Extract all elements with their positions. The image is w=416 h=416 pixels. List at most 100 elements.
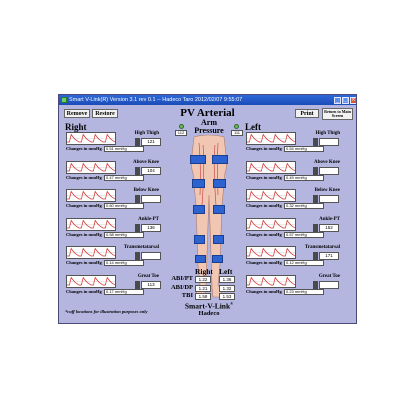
left-great-toe-cuff-icon[interactable] <box>313 280 318 289</box>
left-great-toe-label: Great Toe <box>318 273 340 279</box>
right-high-thigh-cuff-icon[interactable] <box>135 138 140 146</box>
index-right-header: Right <box>195 267 213 276</box>
right-high-thigh-pressure: 121 <box>141 138 161 146</box>
index-tbi-left: 1.53 <box>219 293 235 300</box>
left-above-knee-cuff-icon[interactable] <box>313 166 318 175</box>
window-title: Smart V-Link(R) Version 3.1 rev 0.1 -- H… <box>69 97 243 103</box>
left-transmetatarsal-waveform <box>246 246 296 259</box>
right-great-toe-waveform <box>66 274 116 288</box>
left-high-thigh-pressure <box>319 138 339 146</box>
right-transmetatarsal-pressure <box>141 252 161 260</box>
company-name: Hadeco <box>198 310 220 317</box>
right-below-knee-label: Below Knee <box>133 188 159 193</box>
index-abi-pt-label: ABI/PT <box>171 275 193 282</box>
index-abi-dp-right: 1.21 <box>195 284 211 292</box>
app-icon <box>61 97 67 103</box>
right-high-thigh-label: High Thigh <box>134 131 159 136</box>
right-great-toe-change-label: Changes in mmHg <box>66 288 102 294</box>
right-below-knee-cuff <box>193 205 205 214</box>
right-transmetatarsal-change-value: 0.14 mmHg <box>104 260 144 266</box>
right-ankle-pt-label: Ankle-PT <box>138 216 159 222</box>
left-above-knee-waveform <box>246 160 296 174</box>
right-below-knee-pressure <box>141 195 161 203</box>
restore-button[interactable]: Restore <box>92 109 118 118</box>
return-main-screen-button[interactable]: Return to Main Screen <box>322 108 353 120</box>
right-great-toe-change-value: 0.17 mmHg <box>104 288 144 295</box>
left-above-knee-change-label: Changes in mmHg <box>246 174 282 180</box>
title-bar: Smart V-Link(R) Version 3.1 rev 0.1 -- H… <box>59 95 356 105</box>
right-transmetatarsal-cuff-icon[interactable] <box>135 252 140 260</box>
left-below-knee-label: Below Knee <box>314 188 340 193</box>
maximize-icon[interactable]: □ <box>342 96 349 104</box>
right-arm-pressure: 112 <box>175 130 187 136</box>
minimize-icon[interactable]: _ <box>334 96 341 104</box>
right-below-knee-change-label: Changes in mmHg <box>66 203 102 208</box>
leg-diagram <box>182 134 236 301</box>
left-transmetatarsal-pressure: 171 <box>319 252 339 260</box>
left-high-thigh-cuff-icon[interactable] <box>313 138 318 146</box>
right-below-knee-cuff-icon[interactable] <box>135 195 140 203</box>
left-high-thigh-cuff <box>212 155 228 164</box>
right-ankle-cuff <box>194 235 205 244</box>
pressure-label: Pressure <box>194 126 224 135</box>
left-side-header: Left <box>245 122 261 132</box>
right-ankle-pt-waveform <box>66 217 116 231</box>
right-great-toe-pressure: 113 <box>141 280 161 289</box>
left-above-knee-cuff <box>213 179 226 188</box>
left-ankle-pt-change-label: Changes in mmHg <box>246 231 282 237</box>
left-below-knee-change-label: Changes in mmHg <box>246 203 282 208</box>
right-transmetatarsal-label: Transmetatarsal <box>123 245 159 250</box>
left-ankle-cuff <box>213 235 224 244</box>
right-ankle-pt-change-value: 0.58 mmHg <box>104 231 144 238</box>
left-great-toe-waveform <box>246 274 296 288</box>
brand-name: Smart-V-Link® <box>174 301 244 311</box>
right-high-thigh-change-label: Changes in mmHg <box>66 146 102 151</box>
right-above-knee-cuff-icon[interactable] <box>135 166 140 175</box>
left-arm-pressure: 111 <box>231 130 243 136</box>
right-great-toe-cuff-icon[interactable] <box>135 280 140 289</box>
left-below-knee-cuff-icon[interactable] <box>313 195 318 203</box>
right-above-knee-label: Above Knee <box>133 159 159 165</box>
left-transmetatarsal-cuff-icon[interactable] <box>313 252 318 260</box>
left-transmetatarsal-label: Transmetatarsal <box>304 245 340 250</box>
left-below-knee-pressure <box>319 195 339 203</box>
left-transmetatarsal-change-label: Changes in mmHg <box>246 260 282 265</box>
left-transmetatarsal-change-value: 0.12 mmHg <box>284 260 324 266</box>
left-great-toe-change-value: 0.23 mmHg <box>284 288 324 295</box>
right-ankle-pt-change-label: Changes in mmHg <box>66 231 102 237</box>
left-ankle-pt-change-value: 0.57 mmHg <box>284 231 324 238</box>
left-below-knee-cuff <box>213 205 225 214</box>
index-tbi-label: TBI <box>181 292 193 299</box>
right-below-knee-change-value: 0.60 mmHg <box>104 203 144 209</box>
left-great-toe-change-label: Changes in mmHg <box>246 288 282 294</box>
index-abi-dp-left: 1.32 <box>219 284 235 292</box>
right-high-thigh-cuff <box>190 155 206 164</box>
left-great-toe-pressure <box>319 280 339 289</box>
left-ankle-pt-waveform <box>246 217 296 231</box>
right-arm-cuff-icon <box>179 124 184 129</box>
left-above-knee-pressure <box>319 166 339 175</box>
left-ankle-pt-cuff-icon[interactable] <box>313 223 318 232</box>
right-high-thigh-change-value: 0.51 mmHg <box>104 146 144 152</box>
arm-label: Arm <box>201 118 217 127</box>
left-ankle-pt-pressure: 152 <box>319 223 339 232</box>
left-high-thigh-change-value: 0.54 mmHg <box>284 146 324 152</box>
index-abi-pt-left: 1.36 <box>219 276 235 283</box>
remove-button[interactable]: Remove <box>64 109 90 118</box>
footnote: *cuff locations for illustration purpose… <box>65 309 148 314</box>
right-ankle-pt-cuff-icon[interactable] <box>135 223 140 232</box>
index-tbi-right: 1.58 <box>195 293 211 300</box>
close-icon[interactable]: × <box>350 96 356 104</box>
right-great-toe-label: Great Toe <box>137 273 159 279</box>
right-above-knee-waveform <box>66 160 116 174</box>
right-below-knee-waveform <box>66 189 116 202</box>
right-above-knee-pressure: 104 <box>141 166 161 175</box>
right-side-header: Right <box>65 122 87 132</box>
page-title: PV Arterial <box>180 107 235 119</box>
left-below-knee-waveform <box>246 189 296 202</box>
left-high-thigh-change-label: Changes in mmHg <box>246 146 282 151</box>
left-above-knee-change-value: 0.49 mmHg <box>284 174 324 181</box>
index-abi-pt-right: 1.22 <box>195 276 211 283</box>
print-button[interactable]: Print <box>295 109 319 118</box>
right-high-thigh-waveform <box>66 132 116 145</box>
